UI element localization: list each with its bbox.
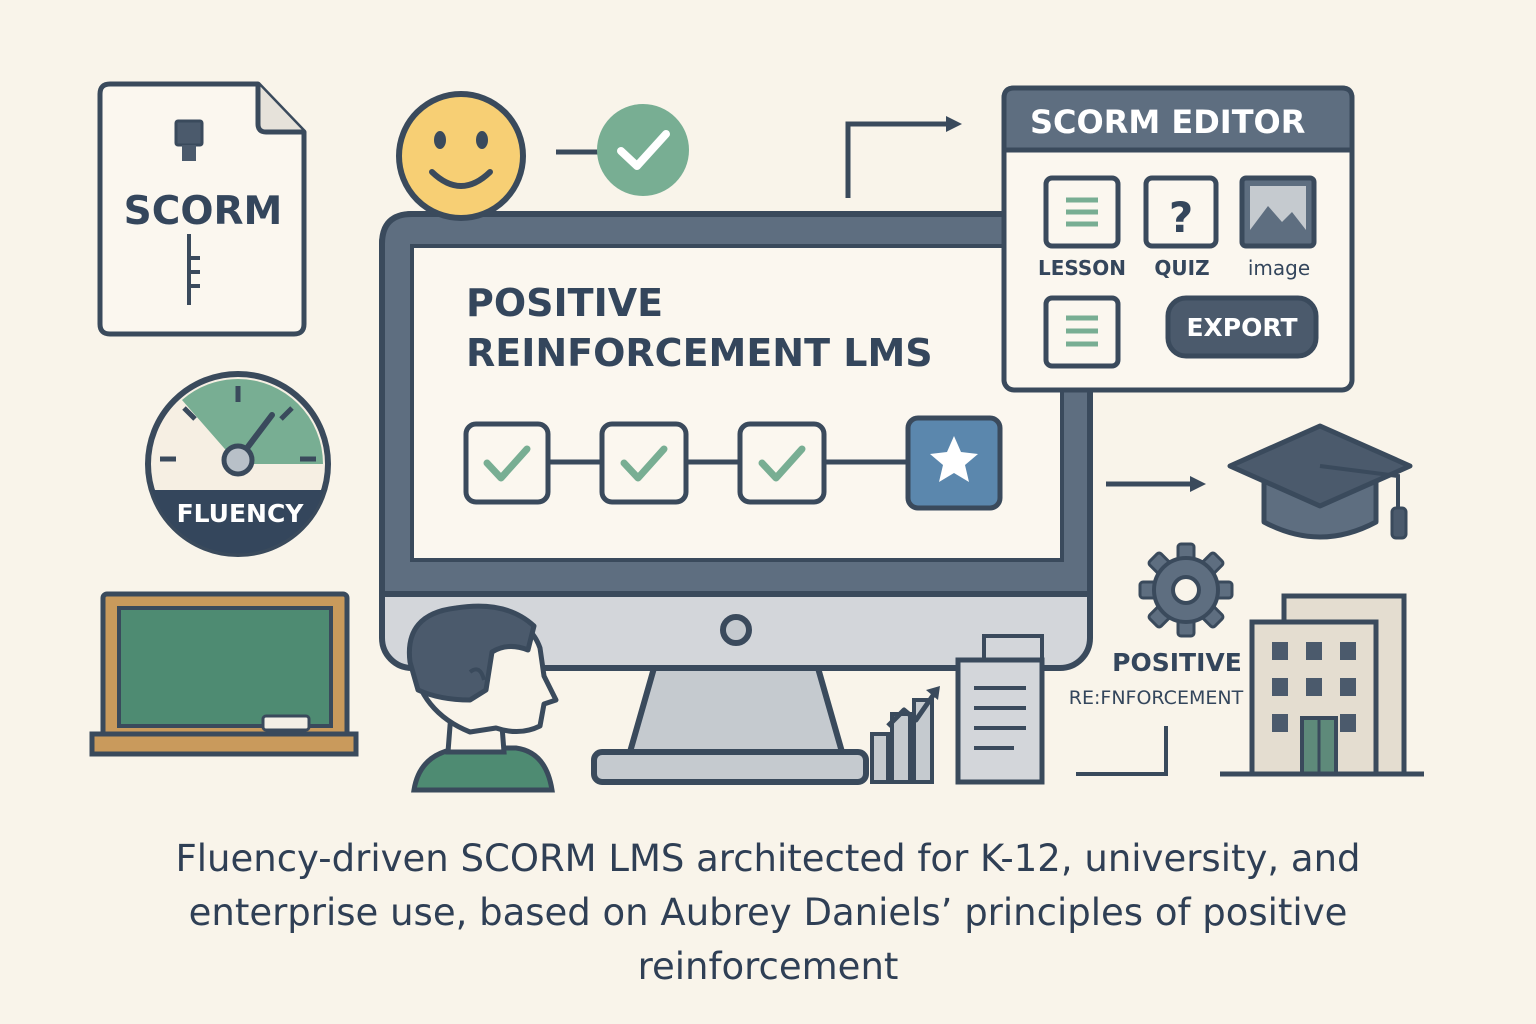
- office-building-icon: [1220, 593, 1424, 777]
- quiz-tool-label: QUIZ: [1154, 256, 1209, 280]
- monitor-title-line2: REINFORCEMENT LMS: [466, 331, 933, 375]
- image-tool-button[interactable]: [1239, 175, 1317, 249]
- lesson-tool-button-secondary[interactable]: [1043, 295, 1121, 369]
- step-1-check-icon: [463, 421, 551, 505]
- graduation-cap-icon: [1227, 423, 1413, 540]
- caption: Fluency-driven SCORM LMS architected for…: [0, 832, 1536, 994]
- building-label-line2: RE:FNFORCEMENT: [1069, 687, 1244, 709]
- caption-line-1: Fluency-driven SCORM LMS architected for…: [175, 837, 1361, 880]
- lesson-tool-label: LESSON: [1038, 256, 1126, 280]
- lesson-tool-button[interactable]: [1043, 175, 1121, 249]
- quiz-icon: ?: [1169, 193, 1193, 242]
- editor-title: SCORM EDITOR: [1030, 103, 1305, 141]
- export-button-label: EXPORT: [1186, 313, 1297, 342]
- report-document-icon: [955, 634, 1045, 785]
- gear-icon: [1138, 542, 1234, 638]
- export-button[interactable]: EXPORT: [1165, 295, 1319, 359]
- fluency-gauge-label: FLUENCY: [177, 499, 305, 528]
- scorm-document-icon: SCORM: [97, 81, 307, 337]
- quiz-tool-button[interactable]: ?: [1143, 175, 1219, 249]
- step-2-check-icon: [599, 421, 689, 505]
- building-label-line1: POSITIVE: [1112, 648, 1242, 677]
- step-3-check-icon: [737, 421, 827, 505]
- caption-line-3: reinforcement: [637, 945, 899, 988]
- learner-person-icon: [406, 603, 559, 793]
- progress-steps: [463, 415, 1003, 511]
- smiley-face-icon: [396, 91, 526, 221]
- scorm-document-label: SCORM: [124, 189, 283, 234]
- caption-line-2: enterprise use, based on Aubrey Daniels’…: [188, 891, 1348, 934]
- arrow-to-graduation-icon: [1106, 476, 1206, 492]
- chalkboard-icon: [89, 591, 359, 757]
- arrow-to-editor-icon: [845, 116, 962, 198]
- fluency-gauge-icon: FLUENCY: [145, 371, 331, 557]
- growth-chart-icon: [870, 686, 940, 784]
- image-tool-label: image: [1248, 256, 1310, 280]
- monitor-title-line1: POSITIVE: [466, 281, 663, 325]
- step-4-star-icon: [905, 415, 1003, 511]
- bracket-connector: [1076, 726, 1168, 776]
- success-check-icon: [597, 104, 689, 196]
